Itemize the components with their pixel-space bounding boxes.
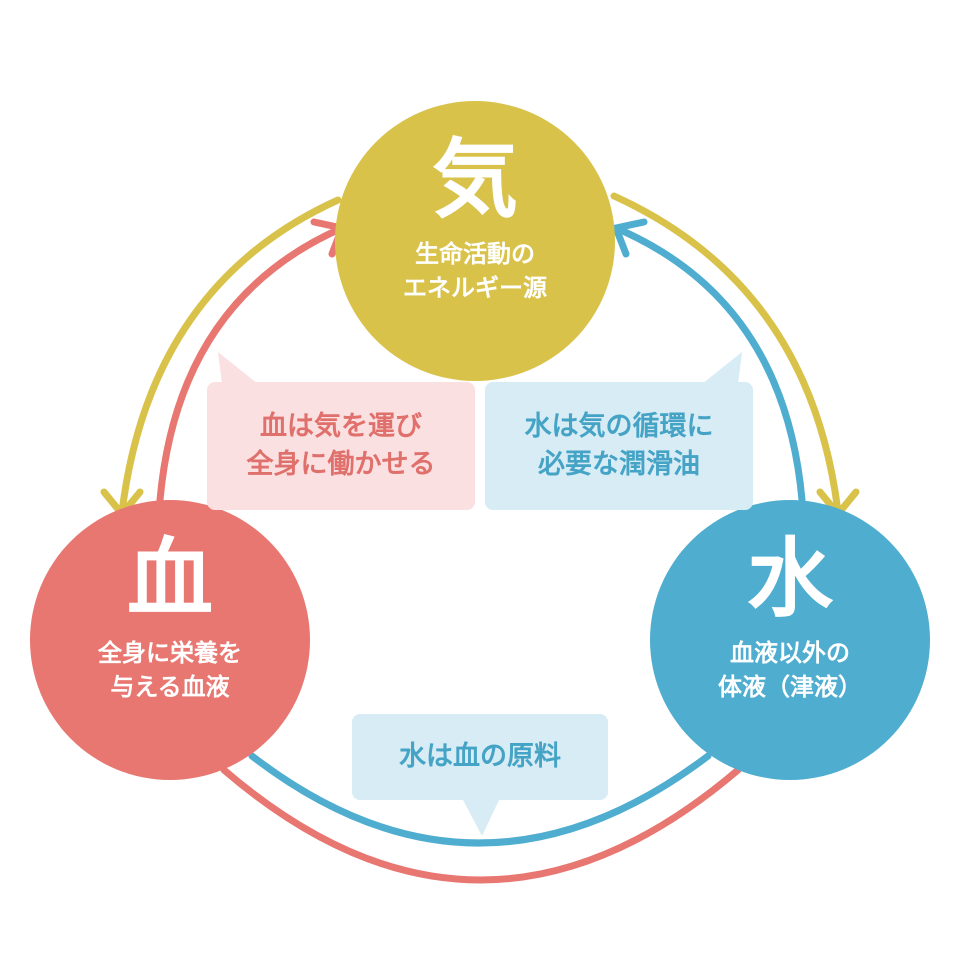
ki-title: 気 bbox=[432, 130, 518, 230]
bubble-tail-blue bbox=[702, 352, 742, 384]
sui-title: 水 bbox=[747, 529, 833, 629]
sui-description: 血液以外の 体液（津液） bbox=[718, 639, 862, 701]
ketsu-title: 血 bbox=[127, 529, 213, 629]
arrow-ketsu-to-sui bbox=[220, 766, 742, 884]
bubble-ketsu-ki: 血は気を運び 全身に働かせる bbox=[207, 382, 475, 510]
arrowhead-sui-to-ki bbox=[612, 218, 648, 258]
arrow-ki-to-ketsu bbox=[118, 196, 342, 516]
ki-description: 生命活動の エネルギー源 bbox=[403, 240, 547, 302]
ketsu-circle: 血 全身に栄養を 与える血液 bbox=[30, 500, 310, 780]
arrow-sui-to-ketsu bbox=[248, 752, 712, 847]
arrow-ki-to-sui bbox=[610, 192, 842, 516]
bubble-sui-ketsu: 水は血の原料 bbox=[352, 714, 608, 800]
arrow-ketsu-to-ki bbox=[156, 224, 346, 504]
ki-circle: 気 生命活動の エネルギー源 bbox=[335, 101, 615, 381]
bubble-sui-ki: 水は気の循環に 必要な潤滑油 bbox=[485, 382, 753, 510]
bubble-tail-pink bbox=[218, 352, 258, 384]
arrow-sui-to-ki bbox=[612, 224, 806, 504]
ketsu-description: 全身に栄養を 与える血液 bbox=[98, 639, 242, 701]
bubble-tail-bottom bbox=[462, 798, 500, 836]
sui-circle: 水 血液以外の 体液（津液） bbox=[650, 500, 930, 780]
